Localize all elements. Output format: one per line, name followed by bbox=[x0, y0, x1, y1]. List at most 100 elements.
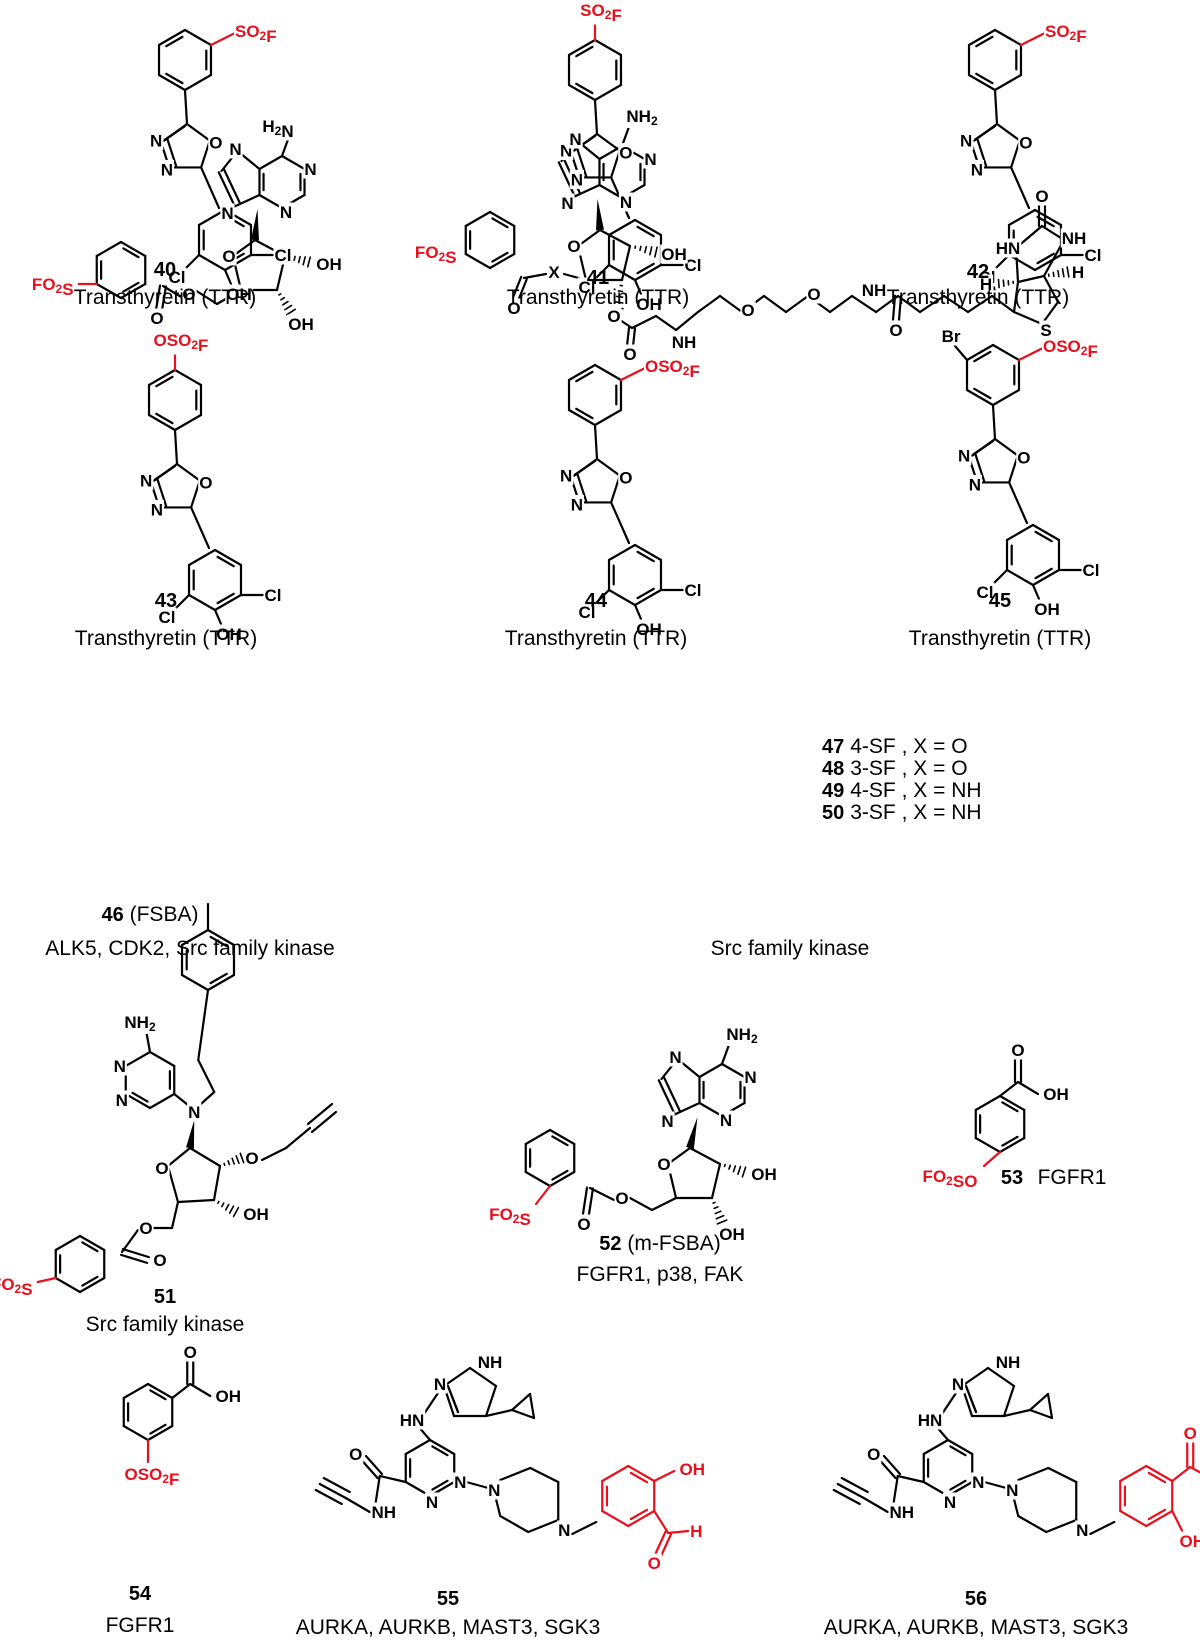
bond bbox=[557, 161, 576, 198]
compound-54-target: FGFR1 bbox=[106, 1614, 175, 1637]
bond bbox=[119, 282, 147, 300]
atom-label-n: N bbox=[434, 1375, 446, 1394]
bond bbox=[653, 1469, 676, 1483]
bond bbox=[189, 1382, 212, 1398]
hash-bond bbox=[614, 301, 624, 304]
atom-label-oso2f: OSO2F bbox=[125, 1465, 180, 1489]
bond bbox=[318, 1482, 347, 1500]
bond bbox=[974, 453, 986, 483]
bond bbox=[524, 1128, 552, 1146]
bond bbox=[975, 35, 994, 48]
bond bbox=[1089, 1520, 1116, 1536]
bond bbox=[575, 45, 594, 58]
bond bbox=[967, 28, 997, 47]
bond bbox=[610, 501, 631, 545]
bond bbox=[491, 251, 509, 263]
atom-label-nh: NH bbox=[862, 281, 887, 300]
bond bbox=[197, 1058, 216, 1094]
bond bbox=[633, 543, 663, 562]
bond bbox=[598, 183, 624, 200]
bond bbox=[620, 244, 632, 282]
bond bbox=[1002, 1384, 1016, 1418]
atom-label-n: N bbox=[454, 1473, 466, 1492]
bond bbox=[360, 1458, 379, 1480]
atom-label-n: N bbox=[488, 1481, 500, 1500]
bond bbox=[1028, 1408, 1054, 1420]
bond bbox=[170, 1200, 180, 1230]
atom-label-o: O bbox=[648, 1554, 661, 1573]
bond bbox=[522, 272, 548, 280]
hash-bond bbox=[235, 1155, 240, 1165]
compound-43-number: 43 bbox=[155, 590, 177, 612]
atom-label-n: N bbox=[188, 1103, 200, 1122]
bond bbox=[510, 1392, 532, 1412]
bond bbox=[442, 1366, 472, 1388]
bond bbox=[667, 1529, 690, 1535]
atom-label-oh: OH bbox=[679, 1460, 705, 1479]
bond bbox=[654, 314, 678, 332]
bond bbox=[587, 1187, 595, 1216]
bond bbox=[601, 1464, 630, 1483]
bond bbox=[575, 407, 594, 420]
bond bbox=[1031, 583, 1041, 601]
bond bbox=[1145, 1464, 1174, 1483]
bond bbox=[149, 1389, 167, 1401]
bond bbox=[173, 368, 203, 387]
bond bbox=[942, 294, 970, 314]
bond bbox=[628, 1196, 654, 1212]
bond bbox=[595, 457, 621, 477]
bond bbox=[431, 1445, 449, 1457]
bond bbox=[1047, 1466, 1078, 1484]
bond bbox=[378, 1474, 407, 1484]
atom-label-n: N bbox=[720, 1111, 732, 1130]
bond bbox=[484, 1408, 514, 1418]
bond bbox=[314, 1488, 343, 1506]
bond bbox=[154, 284, 162, 311]
bond bbox=[200, 166, 221, 210]
hash-bond bbox=[997, 278, 1000, 289]
bond bbox=[882, 1454, 902, 1476]
compound-44-target: Transthyretin (TTR) bbox=[505, 627, 687, 650]
atom-label-n: N bbox=[972, 1473, 984, 1492]
bond bbox=[78, 1234, 106, 1252]
bond bbox=[718, 294, 744, 314]
hash-bond bbox=[723, 1163, 726, 1168]
bond bbox=[187, 548, 217, 567]
compound-42-number: 42 bbox=[967, 261, 989, 283]
atom-label-oh: OH bbox=[215, 1387, 241, 1406]
bond bbox=[710, 1162, 722, 1200]
atom-label-n: N bbox=[229, 140, 241, 159]
bond bbox=[209, 935, 228, 948]
atom-label-o: O bbox=[741, 301, 754, 320]
bond bbox=[618, 318, 634, 330]
bond bbox=[1119, 1509, 1148, 1528]
bond bbox=[1033, 253, 1063, 272]
hash-bond bbox=[713, 1206, 719, 1210]
bond bbox=[54, 1276, 82, 1294]
bond bbox=[832, 1488, 861, 1506]
atom-label-cl: Cl bbox=[977, 583, 994, 602]
atom-label-fo2s: FO2S bbox=[415, 243, 457, 267]
bond bbox=[990, 294, 1016, 314]
bond bbox=[993, 437, 1019, 457]
compound-56-number: 56 bbox=[965, 1588, 987, 1610]
bond bbox=[593, 83, 623, 102]
compound-45-target: Transthyretin (TTR) bbox=[909, 627, 1091, 650]
bond bbox=[232, 193, 261, 209]
hash-bond bbox=[239, 1152, 245, 1164]
bond bbox=[524, 1170, 552, 1188]
bond bbox=[1005, 568, 1035, 587]
bond bbox=[284, 1126, 312, 1150]
atom-label-n: N bbox=[744, 1068, 756, 1087]
atom-label-n: N bbox=[669, 1048, 681, 1067]
bond bbox=[124, 1050, 152, 1068]
bond bbox=[625, 326, 631, 347]
bond bbox=[627, 1509, 656, 1528]
bond bbox=[633, 278, 643, 296]
bond bbox=[1012, 280, 1020, 314]
bond bbox=[1016, 274, 1046, 284]
bond bbox=[1017, 1466, 1050, 1482]
bond bbox=[176, 1198, 216, 1204]
compound-56-target: AURKA, AURKB, MAST3, SGK3 bbox=[824, 1616, 1129, 1639]
